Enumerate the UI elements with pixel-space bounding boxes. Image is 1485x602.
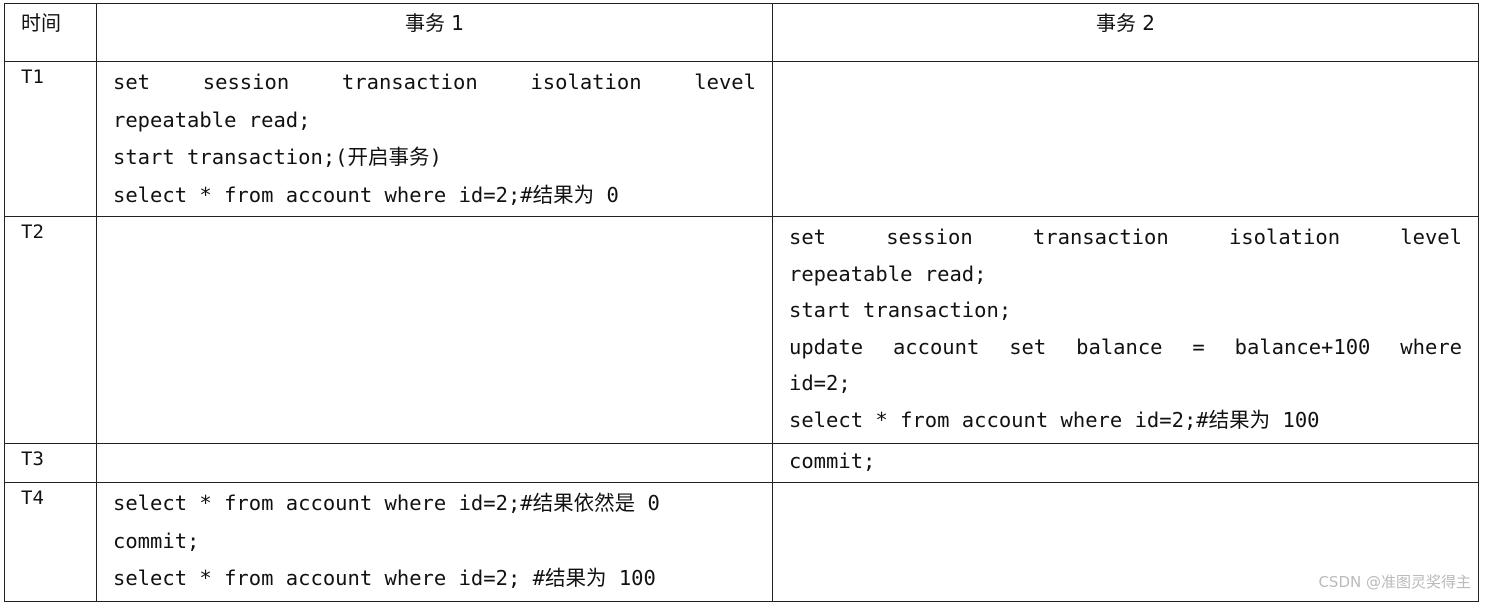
time-cell: T3 (4, 443, 97, 483)
code-line: id=2; (789, 371, 851, 395)
code-line: select * from account where id=2; #结果为 1… (113, 566, 656, 590)
tx1-cell: select * from account where id=2;#结果依然是 … (96, 482, 773, 602)
code-line: repeatable read; (113, 107, 311, 132)
time-cell: T1 (4, 61, 97, 217)
transaction-timeline-table: 时间 事务 1 事务 2 T1 set session transaction … (4, 3, 1479, 602)
table-row: T1 set session transaction isolation lev… (4, 61, 1479, 217)
watermark: CSDN @准图灵奖得主 (1318, 573, 1471, 591)
table-row: T3 commit; (4, 443, 1479, 483)
tx2-cell: set session transaction isolation level … (772, 216, 1479, 444)
header-time: 时间 (4, 3, 97, 62)
table-row: T2 set session transaction isolation lev… (4, 216, 1479, 444)
code-line: select * from account where id=2;#结果为 10… (789, 407, 1320, 432)
code-line: commit; (113, 528, 200, 553)
code-line: set session transaction isolation level (113, 70, 756, 94)
header-row: 时间 事务 1 事务 2 (4, 3, 1479, 62)
tx1-cell (96, 216, 773, 444)
code-line: select * from account where id=2;#结果为 0 (113, 182, 619, 207)
tx2-cell (772, 482, 1479, 602)
header-transaction-1: 事务 1 (96, 3, 773, 62)
table-row: T4 select * from account where id=2;#结果依… (4, 482, 1479, 602)
code-line: set session transaction isolation level (789, 225, 1462, 249)
code-line: update account set balance = balance+100… (789, 334, 1462, 359)
code-line: start transaction; (789, 298, 1012, 322)
code-line: start transaction;(开启事务) (113, 145, 442, 169)
tx1-cell: set session transaction isolation level … (96, 61, 773, 217)
time-cell: T4 (4, 482, 97, 602)
code-line: select * from account where id=2;#结果依然是 … (113, 491, 660, 515)
header-transaction-2: 事务 2 (772, 3, 1479, 62)
time-cell: T2 (4, 216, 97, 444)
code-line: repeatable read; (789, 261, 987, 286)
tx2-cell: commit; (772, 443, 1479, 483)
code-line: commit; (789, 449, 876, 473)
tx2-cell (772, 61, 1479, 217)
tx1-cell (96, 443, 773, 483)
